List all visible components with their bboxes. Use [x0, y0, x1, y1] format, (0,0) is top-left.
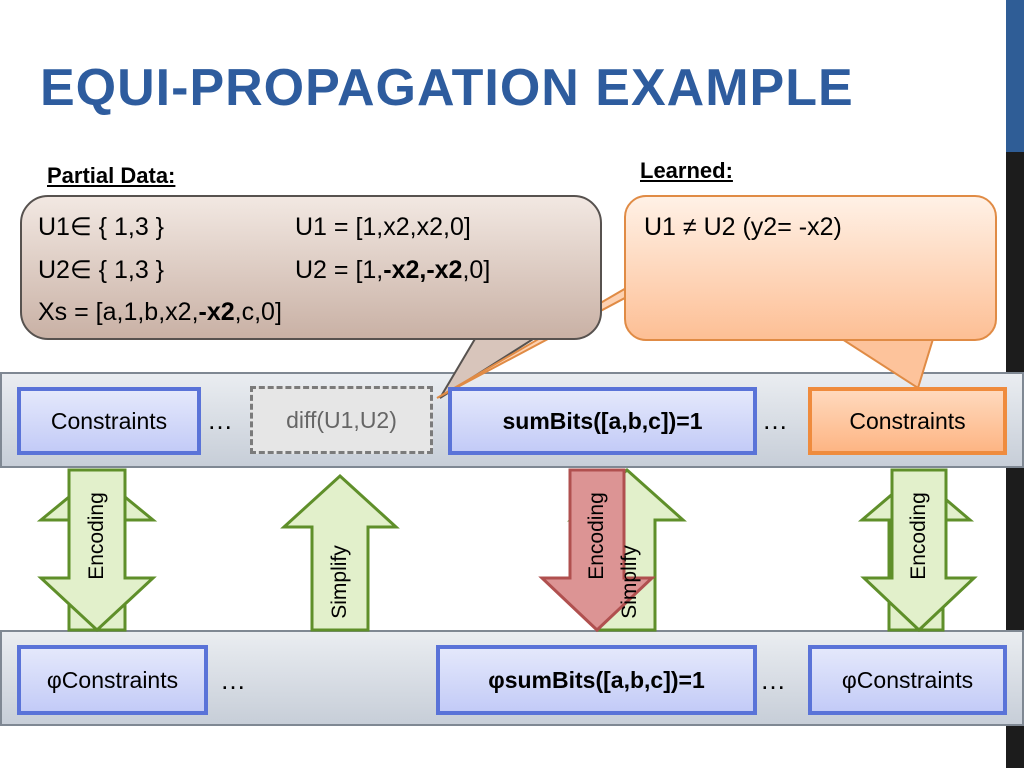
- encoding-label-right: Encoding: [907, 492, 930, 580]
- phi-constraints-node-left: φConstraints: [17, 645, 208, 715]
- simplify-label: Simplify: [328, 545, 351, 619]
- constraints-node-left: Constraints: [17, 387, 201, 455]
- simplify-arrow: [280, 473, 400, 632]
- learned-heading: Learned:: [640, 158, 733, 183]
- encoding-label-left: Encoding: [85, 492, 108, 580]
- learned-text: U1 ≠ U2 (y2= -x2): [644, 213, 842, 241]
- right-encoding-arrow: [860, 468, 978, 633]
- partial-data-heading: Partial Data:: [47, 163, 176, 188]
- ellipsis-top-left: …: [207, 405, 233, 435]
- slide-title: EQUI-PROPAGATION EXAMPLE: [40, 59, 854, 117]
- constraints-node-right: Constraints: [808, 387, 1007, 455]
- sumbits-node: sumBits([a,b,c])=1: [448, 387, 757, 455]
- partial-data-callout: [20, 195, 602, 340]
- ellipsis-bottom-right: …: [760, 665, 786, 695]
- learned-callout-tail: [838, 338, 935, 390]
- phi-constraints-node-right: φConstraints: [808, 645, 1007, 715]
- ellipsis-top-right: …: [762, 405, 788, 435]
- phi-sumbits-node: φsumBits([a,b,c])=1: [436, 645, 757, 715]
- encoding-label-middle: Encoding: [585, 492, 608, 580]
- u1-domain: U1∈ { 1,3 }: [38, 213, 165, 241]
- side-accent-bar: [1006, 0, 1024, 152]
- ellipsis-bottom-left: …: [220, 665, 246, 695]
- learned-callout: [624, 195, 997, 341]
- xs-vector: Xs = [a,1,b,x2,-x2,c,0]: [38, 298, 282, 326]
- left-encoding-arrow: [37, 468, 157, 633]
- u2-bits: U2 = [1,-x2,-x2,0]: [295, 256, 491, 284]
- u1-bits: U1 = [1,x2,x2,0]: [295, 213, 471, 241]
- sumbits-encoding-arrow: [538, 468, 656, 633]
- u2-domain: U2∈ { 1,3 }: [38, 256, 165, 284]
- simplify-label-partial: Simplify: [618, 545, 641, 619]
- diff-node: diff(U1,U2): [250, 386, 433, 454]
